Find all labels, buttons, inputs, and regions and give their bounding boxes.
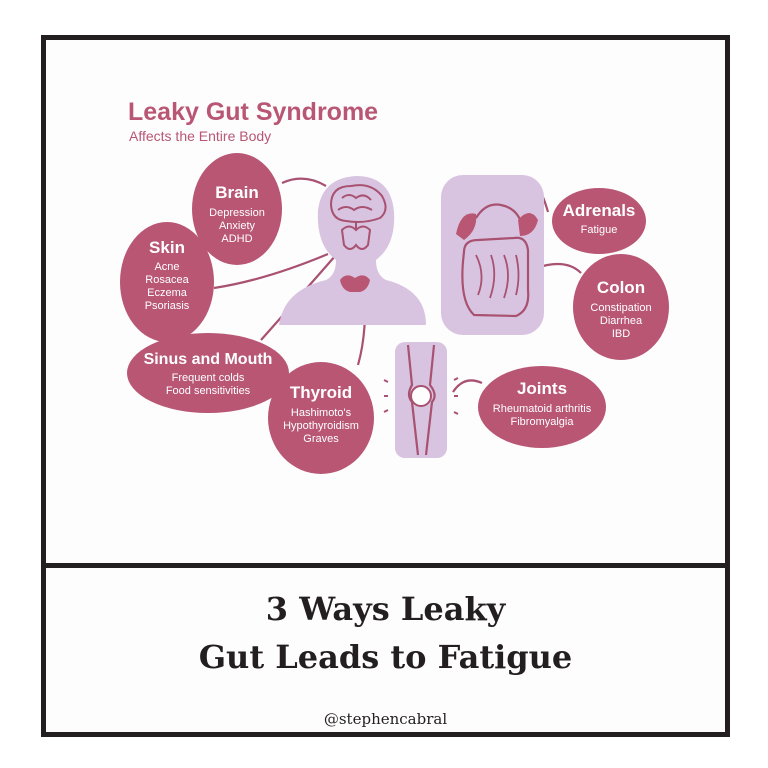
node-sinus-item: Food sensitivities (166, 385, 251, 397)
node-skin-item: Psoriasis (145, 300, 190, 312)
section-divider (46, 563, 725, 568)
node-skin-item: Rosacea (145, 274, 189, 286)
node-brain-item: Anxiety (219, 220, 256, 232)
node-sinus-heading: Sinus and Mouth (144, 351, 273, 368)
node-brain-heading: Brain (215, 183, 258, 202)
node-brain: Brain Depression Anxiety ADHD (192, 153, 282, 265)
knee-joint-icon (383, 342, 459, 458)
diagram-title: Leaky Gut Syndrome (128, 98, 378, 126)
head-icon (279, 176, 426, 325)
node-joints-item: Rheumatoid arthritis (493, 403, 592, 415)
node-brain-item: ADHD (221, 233, 252, 245)
diagram-canvas: Leaky Gut Syndrome Affects the Entire Bo… (120, 98, 669, 474)
connector-joints (452, 379, 483, 393)
node-colon-item: Constipation (590, 302, 651, 314)
node-colon-heading: Colon (597, 278, 645, 297)
caption-panel: 3 Ways Leaky Gut Leads to Fatigue @steph… (46, 568, 725, 732)
diagram-subtitle: Affects the Entire Body (129, 128, 271, 144)
node-thyroid-heading: Thyroid (290, 383, 352, 402)
node-colon: Colon Constipation Diarrhea IBD (573, 254, 669, 360)
infographic: Leaky Gut Syndrome Affects the Entire Bo… (46, 40, 725, 563)
node-thyroid-item: Graves (303, 433, 339, 445)
caption-line-1: 3 Ways Leaky (265, 590, 506, 628)
node-skin-heading: Skin (149, 238, 185, 257)
node-sinus-item: Frequent colds (172, 372, 245, 384)
connector-skin (213, 252, 329, 290)
node-sinus: Sinus and Mouth Frequent colds Food sens… (127, 333, 289, 413)
intestines-icon (441, 175, 544, 335)
node-thyroid-item: Hashimoto's (291, 407, 352, 419)
node-joints-heading: Joints (517, 379, 567, 398)
caption-line-2: Gut Leads to Fatigue (198, 638, 573, 676)
node-skin-item: Eczema (147, 287, 188, 299)
node-adrenals: Adrenals Fatigue (552, 188, 646, 254)
post-frame: Leaky Gut Syndrome Affects the Entire Bo… (41, 35, 730, 737)
node-brain-item: Depression (209, 207, 265, 219)
brain-icon (329, 184, 387, 250)
node-adrenals-item: Fatigue (581, 224, 618, 236)
author-handle: @stephencabral (323, 710, 448, 728)
connector-brain (281, 177, 327, 187)
node-skin-item: Acne (154, 261, 179, 273)
node-joints-item: Fibromyalgia (511, 416, 575, 428)
thyroid-icon (340, 275, 370, 292)
node-thyroid-item: Hypothyroidism (283, 420, 359, 432)
node-colon-item: Diarrhea (600, 315, 643, 327)
node-joints: Joints Rheumatoid arthritis Fibromyalgia (478, 366, 606, 448)
node-colon-item: IBD (612, 328, 630, 340)
node-adrenals-heading: Adrenals (563, 201, 636, 220)
node-thyroid: Thyroid Hashimoto's Hypothyroidism Grave… (268, 362, 374, 474)
adrenal-icon (456, 213, 538, 240)
node-skin: Skin Acne Rosacea Eczema Psoriasis (120, 222, 214, 342)
